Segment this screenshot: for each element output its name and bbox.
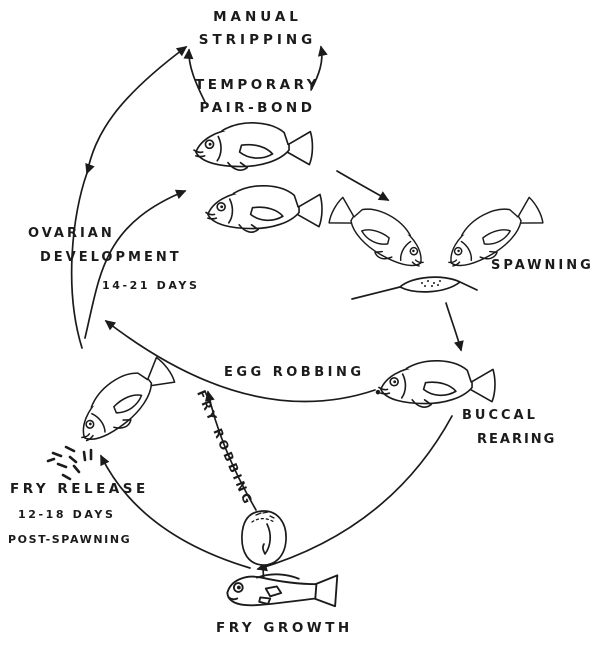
arrow-fry-robbing (204, 390, 257, 511)
stage-label-fry-release: FRY RELEASE (10, 481, 149, 497)
ovarian-development-line2: DEVELOPMENT (40, 250, 182, 265)
temporary-pair-bond-line2: PAIR-BOND (199, 100, 316, 116)
fry-release-fish-icon (65, 349, 181, 453)
ovarian-development-duration: 14-21 DAYS (102, 279, 200, 292)
fry-release-duration-line2: POST-SPAWNING (8, 533, 132, 546)
arrow-buccal-rearing-to-fry (256, 415, 453, 572)
arrow-fry-to-fry-release (100, 454, 251, 569)
pair-bond-fish-lower-icon (205, 184, 323, 233)
stage-label-manual-stripping: MANUAL STRIPPING (170, 6, 345, 52)
buccal-rearing-line2: REARING (477, 432, 557, 447)
arrow-egg-robbing (104, 319, 376, 403)
stage-label-spawning: SPAWNING (491, 258, 594, 273)
stage-label-temporary-pair-bond: TEMPORARY PAIR-BOND (175, 74, 340, 120)
fry-release-duration-line1: 12-18 DAYS (18, 508, 116, 521)
stage-label-fry-growth: FRY GROWTH (216, 620, 353, 636)
arrow-pairbond-to-manual-stripping-left (183, 48, 206, 103)
temporary-pair-bond-line1: TEMPORARY (194, 77, 320, 93)
buccal-rearing-line1: BUCCAL (462, 408, 538, 423)
arrow-ovarian-development-to-pair-bond (84, 189, 187, 339)
egg-mass-icon (351, 276, 478, 300)
manual-stripping-line1: MANUAL (213, 9, 302, 25)
pair-bond-fish-upper-icon (193, 122, 314, 171)
intervention-label-egg-robbing: EGG ROBBING (224, 365, 365, 380)
fry-fish-icon (226, 573, 339, 608)
manual-stripping-line2: STRIPPING (198, 32, 317, 48)
arrow-female-to-manual-stripping (86, 46, 188, 174)
arrow-manual-stripping-to-ovarian-development (70, 163, 95, 349)
spawning-fish-left-icon (323, 189, 436, 279)
arrow-pair-bond-to-spawning (336, 170, 390, 201)
ovarian-development-line1: OVARIAN (28, 226, 115, 241)
egg-with-embryo-icon (241, 510, 287, 566)
arrow-pairbond-to-manual-stripping-right (310, 45, 328, 91)
fry-spray-icon (46, 445, 93, 481)
buccal-rearing-fish-icon (375, 359, 496, 408)
arrow-spawning-to-buccal-rearing (445, 302, 464, 352)
